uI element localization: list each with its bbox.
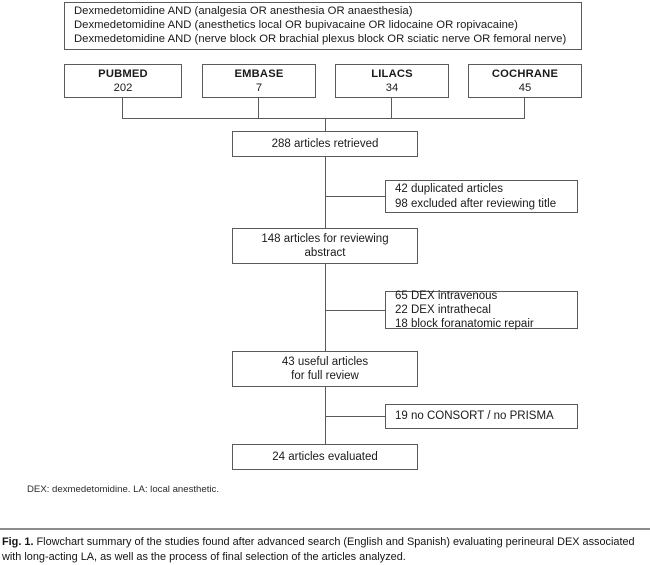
figure-caption-text: Flowchart summary of the studies found a…: [2, 536, 635, 564]
figure-caption: Fig. 1. Flowchart summary of the studies…: [2, 535, 650, 565]
database-count: 45: [518, 82, 532, 94]
search-query-line: Dexmedetomidine AND (analgesia OR anesth…: [74, 5, 413, 18]
connector-branch-dex-exclusions: [325, 310, 385, 311]
connector-branch-duplicates: [325, 196, 385, 197]
database-box-embase: EMBASE 7: [202, 64, 316, 98]
flow-box-line: for full review: [291, 370, 359, 382]
flow-box-line: abstract: [304, 247, 346, 259]
connector-manifold-drop: [325, 118, 326, 131]
database-box-cochrane: COCHRANE 45: [468, 64, 582, 98]
connector-stem-pubmed: [122, 98, 123, 118]
flow-box-line: 24 articles evaluated: [272, 450, 378, 463]
connector-stem-embase: [258, 98, 259, 118]
database-count: 34: [385, 82, 399, 94]
database-box-lilacs: LILACS 34: [335, 64, 449, 98]
search-query-line: Dexmedetomidine AND (nerve block OR brac…: [74, 32, 567, 45]
flow-box-articles-evaluated: 24 articles evaluated: [232, 444, 418, 470]
connector-stem-cochrane: [524, 98, 525, 118]
database-name: PUBMED: [98, 67, 148, 80]
flow-box-line: 148 articles for reviewing: [261, 232, 389, 245]
search-query-line: Dexmedetomidine AND (anesthetics local O…: [74, 19, 518, 32]
database-count: 7: [255, 82, 263, 94]
flow-box-useful-articles-full-review: 43 useful articles for full review: [232, 351, 418, 387]
abbreviation-footnote: DEX: dexmedetomidine. LA: local anesthet…: [27, 484, 219, 495]
flow-box-line: 288 articles retrieved: [271, 137, 379, 150]
exclusion-box-duplicates: 42 duplicated articles 98 excluded after…: [385, 180, 578, 213]
flow-box-articles-retrieved: 288 articles retrieved: [232, 131, 418, 157]
database-box-pubmed: PUBMED 202: [64, 64, 182, 98]
exclusion-box-consort-prisma: 19 no CONSORT / no PRISMA: [385, 404, 578, 429]
database-count: 202: [113, 82, 133, 94]
database-name: LILACS: [371, 67, 413, 80]
connector-manifold: [122, 118, 525, 119]
figure-caption-label: Fig. 1.: [2, 536, 34, 548]
exclusion-line: 65 DEX intravenous: [395, 289, 498, 302]
database-name: COCHRANE: [491, 67, 559, 80]
exclusion-line: 18 block foranatomic repair: [395, 318, 534, 331]
exclusion-line: 42 duplicated articles: [395, 183, 504, 196]
flowchart-figure: Dexmedetomidine AND (analgesia OR anesth…: [27, 2, 582, 495]
exclusion-line: 19 no CONSORT / no PRISMA: [395, 410, 554, 423]
connector-stem-lilacs: [391, 98, 392, 118]
flow-box-line: 43 useful articles: [281, 355, 369, 368]
database-name: EMBASE: [234, 67, 284, 80]
connector-spine-abstract-to-full-review: [325, 264, 326, 351]
exclusion-line: 98 excluded after reviewing title: [395, 197, 557, 210]
connector-branch-consort: [325, 416, 385, 417]
connector-spine-full-review-to-evaluated: [325, 387, 326, 444]
search-strategy-box: Dexmedetomidine AND (analgesia OR anesth…: [64, 2, 582, 50]
exclusion-line: 22 DEX intrathecal: [395, 304, 491, 316]
caption-divider-rule: [0, 528, 650, 530]
flow-box-articles-for-abstract-review: 148 articles for reviewing abstract: [232, 228, 418, 264]
connector-spine-retrieved-to-abstract: [325, 157, 326, 228]
exclusion-box-dex-route: 65 DEX intravenous 22 DEX intrathecal 18…: [385, 289, 578, 331]
